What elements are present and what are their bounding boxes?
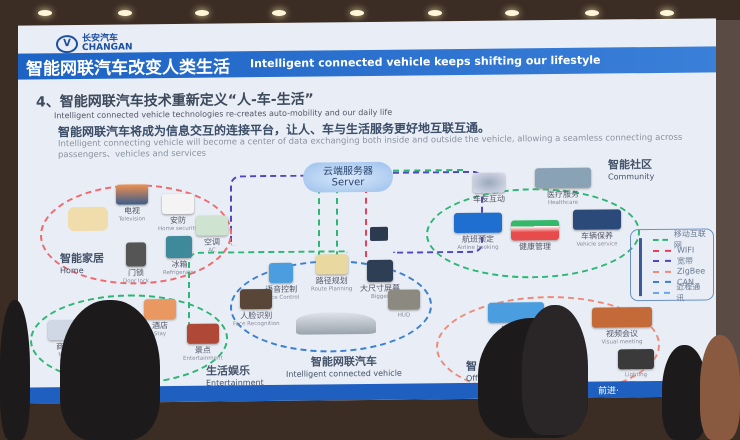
ceiling-light (505, 10, 519, 16)
legend-bar (639, 238, 642, 297)
audience-head (60, 300, 160, 440)
audience-head (0, 300, 30, 440)
server-cloud: 云端服务器 Server (303, 161, 393, 193)
audience-arm (700, 335, 740, 440)
face-icon (240, 288, 273, 310)
legend-item: 移动互联网 (653, 230, 707, 250)
server-en: Server (331, 177, 365, 189)
tv-icon (116, 184, 148, 205)
footer-text: 前进· (598, 386, 619, 397)
mobile-link (318, 187, 320, 258)
hotel-icon (144, 299, 176, 320)
legend: 移动互联网 WIFI 宽带 ZigBee CAN 近程通讯 (630, 228, 714, 303)
ceiling-light (118, 10, 132, 16)
router-icon (370, 226, 388, 241)
sights-icon (186, 323, 219, 344)
health-icon (511, 219, 559, 241)
wifi-link (365, 187, 367, 258)
com-health-mgmt: 健康管理 (510, 219, 560, 252)
meeting-icon (592, 307, 652, 328)
screen-icon (367, 259, 393, 282)
com-social: 车友互动 (473, 172, 505, 204)
ceiling-light (585, 10, 599, 16)
hospital-icon (535, 167, 591, 189)
airline-icon (454, 212, 502, 234)
legend-item: 宽带 (653, 255, 707, 266)
veh-hud: HUD (388, 289, 420, 320)
legend-item: ZigBee (653, 266, 707, 277)
ceiling-light (195, 10, 209, 16)
house-image (68, 206, 108, 232)
logo-mark-icon: V (56, 35, 78, 54)
ceiling-light (350, 10, 364, 16)
hud-icon (388, 289, 420, 310)
mobile-link (336, 187, 338, 258)
ceiling-light (272, 10, 286, 16)
title-zh: 智能网联汽车改变人类生活 (26, 57, 230, 80)
office-lighting: Lighting (616, 348, 656, 380)
ceiling-light (428, 10, 442, 16)
microphone-icon (269, 262, 294, 284)
camera-icon (161, 193, 194, 215)
map-icon (315, 254, 348, 275)
service-icon (573, 209, 621, 230)
audience-head (522, 305, 588, 435)
social-icon (473, 172, 505, 193)
ceiling-light (660, 10, 674, 16)
broadband-link (230, 174, 305, 246)
lock-icon (126, 242, 147, 267)
ceiling-light (38, 10, 52, 16)
audience-head (662, 345, 707, 440)
car-image (296, 311, 376, 335)
fridge-icon (166, 235, 193, 259)
ac-icon (196, 215, 228, 236)
lighting-icon (618, 348, 654, 370)
title-en: Intelligent connected vehicle keeps shif… (250, 53, 601, 71)
section-heading: 4、智能网联汽车技术重新定义“人-车-生活” Intelligent conne… (36, 88, 392, 121)
legend-item: 近程通讯 (653, 282, 707, 303)
